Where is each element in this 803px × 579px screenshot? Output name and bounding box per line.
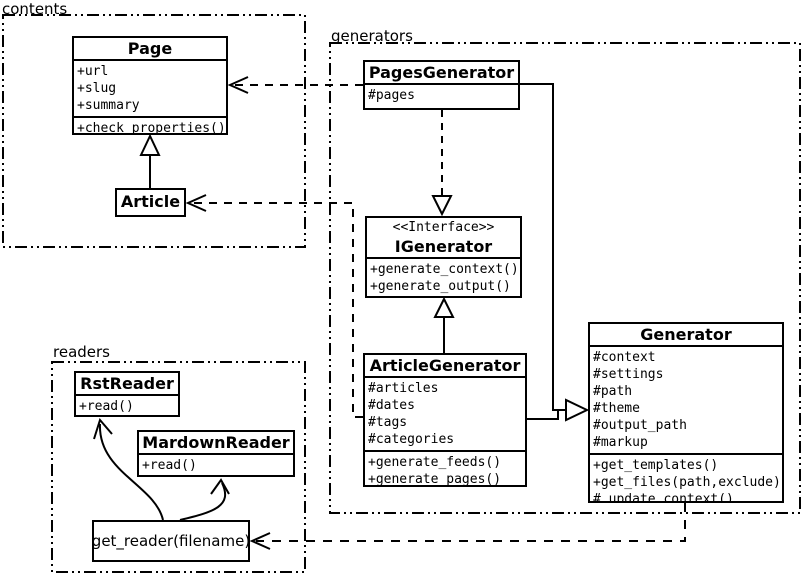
class-member: +read() — [79, 399, 134, 414]
attributes-compartment-page: +url +slug +summary — [74, 59, 226, 116]
dependency-arrowhead-page — [227, 76, 249, 94]
class-article[interactable]: Article — [115, 188, 186, 217]
methods-compartment-rstreader: +read() — [76, 394, 178, 415]
class-generator[interactable]: Generator #context #settings #path #theme #o… — [588, 322, 784, 503]
class-title-page: Page — [127, 39, 173, 58]
dependency-arrowhead-getreader — [249, 532, 271, 550]
class-member: +get_files(path,exclude) — [593, 475, 781, 490]
class-member: #tags — [368, 415, 408, 430]
class-member: +generate_feeds() — [368, 455, 502, 470]
arrowhead-mardownreader — [210, 478, 230, 495]
class-member: #context — [593, 350, 656, 365]
attributes-compartment-pagesgenerator: #pages — [365, 83, 518, 106]
class-member: #articles — [368, 381, 439, 396]
class-title-pagesgenerator: PagesGenerator — [368, 63, 515, 82]
class-member: #settings — [593, 367, 664, 382]
class-title-rstreader: RstReader — [80, 374, 174, 393]
generalization-triangle-generator — [565, 398, 590, 422]
edge-getreader-rstreader — [98, 423, 164, 521]
class-member: +generate_context() — [370, 262, 519, 277]
class-rstreader[interactable]: RstReader +read() — [74, 371, 180, 417]
class-page[interactable]: Page +url +slug +summary +check_properties… — [72, 36, 228, 135]
class-member: #dates — [368, 398, 415, 413]
edge-getreader-mardownreader — [179, 482, 227, 521]
realization-triangle-igenerator — [431, 195, 453, 217]
class-member: #_update_context() — [593, 492, 734, 503]
class-title-articlegenerator: ArticleGenerator — [369, 356, 521, 375]
class-title-generator: Generator — [640, 325, 732, 344]
class-pagesgenerator[interactable]: PagesGenerator #pages — [363, 60, 520, 110]
class-member: #theme — [593, 401, 640, 416]
class-member: #path — [593, 384, 633, 399]
package-frame-contents — [2, 14, 306, 248]
class-member: +generate_output() — [370, 279, 511, 294]
methods-compartment-igenerator: +generate_context() +generate_output() — [367, 257, 520, 296]
class-member: +generate_pages() — [368, 472, 502, 487]
class-title-mardownreader: MardownReader — [142, 433, 290, 452]
methods-compartment-generator: +get_templates() +get_files(path,exclude)… — [590, 453, 782, 503]
methods-compartment-page: +check_properties() — [74, 116, 226, 135]
class-member: +summary — [77, 98, 140, 113]
generalization-triangle-igenerator-bottom — [433, 296, 455, 318]
class-member: #output_path — [593, 418, 687, 433]
attributes-compartment-articlegenerator: #articles #dates #tags #categories — [365, 376, 525, 450]
class-member: +slug — [77, 81, 117, 96]
stereotype-igenerator: <<Interface>> — [392, 220, 495, 235]
class-member: +check_properties() — [77, 121, 226, 135]
package-frame-generators — [329, 42, 801, 514]
class-member: #pages — [368, 88, 415, 103]
class-member: +url — [77, 64, 109, 79]
dependency-arrowhead-article — [185, 194, 207, 212]
package-label-readers: readers — [53, 343, 110, 361]
class-member: +read() — [142, 458, 197, 473]
generalization-triangle-page — [139, 133, 161, 156]
node-getreader[interactable]: get_reader(filename) — [92, 520, 250, 562]
attributes-compartment-generator: #context #settings #path #theme #output_path… — [590, 345, 782, 453]
arrowhead-rstreader — [93, 417, 113, 440]
class-articlegenerator[interactable]: ArticleGenerator #articles #dates #tags #ca… — [363, 353, 527, 487]
package-label-contents: contents — [2, 0, 68, 18]
class-title-igenerator: IGenerator — [394, 237, 493, 256]
dependency-generator-getreader — [256, 503, 686, 542]
dependency-articlegenerator-article — [192, 202, 363, 418]
class-igenerator[interactable]: <<Interface>> IGenerator +generate_conte… — [365, 216, 522, 298]
node-label-getreader: get_reader(filename) — [92, 532, 250, 550]
class-member: #markup — [593, 435, 648, 450]
class-mardownreader[interactable]: MardownReader +read() — [137, 430, 295, 477]
class-member: #categories — [368, 432, 455, 447]
methods-compartment-articlegenerator: +generate_feeds() +generate_pages() — [365, 450, 525, 487]
package-label-generators: generators — [331, 27, 413, 45]
class-title-article: Article — [120, 192, 181, 211]
generalization-articlegenerator-generator — [527, 409, 566, 420]
package-frame-readers — [51, 361, 306, 573]
methods-compartment-mardownreader: +read() — [139, 453, 293, 475]
class-member: +get_templates() — [593, 458, 719, 473]
